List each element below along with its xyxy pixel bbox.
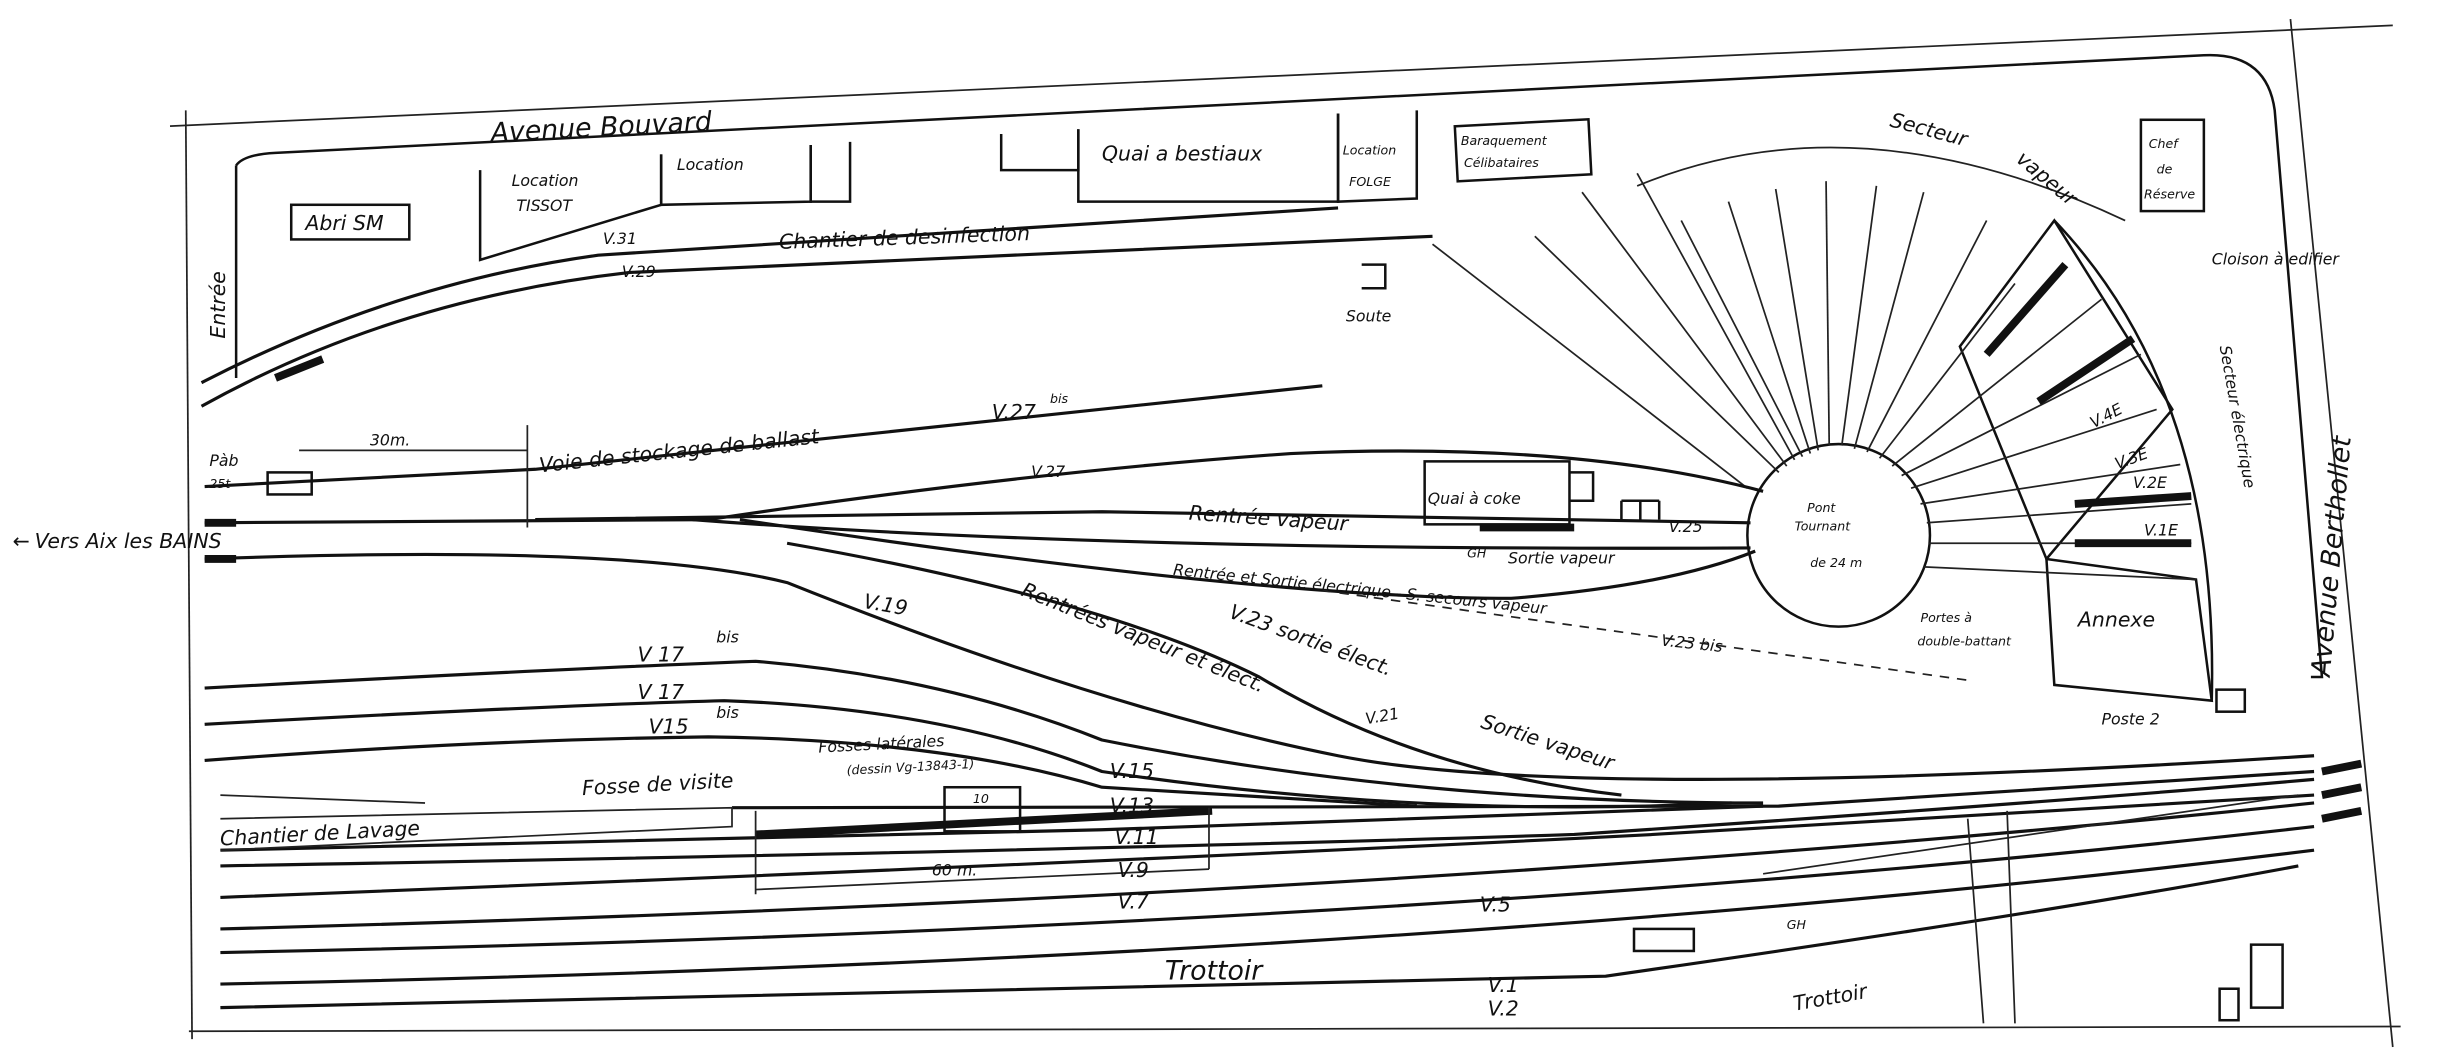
trottoir-label: Trottoir <box>1165 955 1264 986</box>
location-tissot-label: Location <box>512 171 579 190</box>
buildings <box>289 110 2284 1022</box>
track-v11-label: V.11 <box>1115 825 1159 849</box>
sortie-vapeur-label: Sortie vapeur <box>1508 549 1616 568</box>
portes-label: Portes à <box>1921 610 1972 625</box>
track-v7-label: V.7 <box>1118 889 1149 913</box>
abri-label: Abri SM <box>303 211 384 235</box>
soute-label: Soute <box>1346 306 1391 325</box>
turntable-label-1: Pont <box>1807 500 1836 515</box>
track-v2e-label: V.2E <box>2133 473 2167 492</box>
entree-label: Entrée <box>206 271 230 338</box>
fosses-dessin-label: (dessin Vg-13843-1) <box>846 756 974 778</box>
track-v3e-label: V.3E <box>2112 444 2150 473</box>
chantier-desinfection-label: Chantier de desinfection <box>779 221 1031 254</box>
track-v23bis-label: V.23 bis <box>1660 631 1723 656</box>
track-v29-label: V.29 <box>622 262 656 281</box>
sortie-vapeur-2-label: Sortie vapeur <box>1478 709 1618 775</box>
fosse-visite-label: Fosse de visite <box>581 768 734 800</box>
tissot-label: TISSOT <box>516 196 573 215</box>
track-v17bis-label: V 17 <box>638 642 685 666</box>
direction-label: Vers Aix les BAINS <box>35 529 222 553</box>
track-v4e-label: V.4E <box>2087 399 2126 432</box>
cloison-label: Cloison à edifier <box>2212 250 2341 269</box>
track-v1-label: V.1 <box>1488 973 1519 997</box>
reserve-label: Réserve <box>2144 186 2195 201</box>
track-v2-label: V.2 <box>1488 996 1519 1020</box>
location-label: Location <box>677 155 744 174</box>
chef-de-label: de <box>2157 161 2173 176</box>
secteur-electrique-label: Secteur électrique <box>2216 344 2260 490</box>
celibataires-label: Célibataires <box>1464 155 1539 170</box>
secteur-vapeur-label: Secteur <box>1888 108 1972 152</box>
avenue-bouvard-label: Avenue Bouvard <box>488 106 714 149</box>
stockage-ballast-label: Voie de stockage de ballast <box>538 424 821 477</box>
track-v1e-label: V.1E <box>2144 520 2178 539</box>
folge-label: FOLGE <box>1349 174 1391 189</box>
gh-label: GH <box>1467 545 1487 560</box>
trottoir-2-label: Trottoir <box>1791 979 1870 1016</box>
baraquement-label: Baraquement <box>1461 133 1548 148</box>
track-v27-label: V.27 <box>1031 462 1065 481</box>
track-v15-label: V.15 <box>1110 759 1154 783</box>
chef-label: Chef <box>2149 136 2180 151</box>
rentree-vapeur-label: Rentrée vapeur <box>1188 501 1350 536</box>
track-v5-label: V.5 <box>1480 893 1511 917</box>
roundhouse-radials <box>1431 172 2197 581</box>
track-v25-label: V.25 <box>1669 517 1703 536</box>
pab-label: Pàb <box>209 451 238 470</box>
poste-label: Poste 2 <box>2102 709 2160 728</box>
pab-capacity-label: 25t <box>209 476 231 491</box>
tracks <box>200 206 2363 1024</box>
abri-building <box>289 203 411 241</box>
dimension-10-label: 10 <box>973 791 989 806</box>
frame <box>169 18 2401 1048</box>
track-v31-label: V.31 <box>603 229 637 248</box>
quai-bestiaux-label: Quai a bestiaux <box>1102 142 1263 166</box>
annexe-label: Annexe <box>2076 608 2155 632</box>
track-v13-label: V.13 <box>1110 793 1154 817</box>
track-v17-label: V 17 <box>638 680 685 704</box>
double-battant-label: double-battant <box>1917 634 2012 649</box>
rentree-sortie-electrique-label: Rentrée et Sortie électrique - S. secour… <box>1172 560 1549 618</box>
track-v17bis-sup: bis <box>716 627 739 646</box>
fosses-laterales-label: Fosses latérales <box>818 731 945 757</box>
arrow-left-icon: ← <box>13 529 30 553</box>
track-v15bis-label: V15 <box>649 715 689 739</box>
track-v15bis-sup: bis <box>716 703 739 722</box>
dimension-60-label: 60 m. <box>932 860 977 879</box>
track-v27bis-label: V.27 <box>992 400 1036 424</box>
turntable-label-3: de 24 m <box>1810 555 1862 570</box>
quai-coke-label: Quai à coke <box>1428 489 1521 508</box>
turntable-label-2: Tournant <box>1795 519 1852 534</box>
track-v21-label: V.21 <box>1364 704 1401 729</box>
gh-2-label: GH <box>1787 917 1807 932</box>
turntable <box>1431 146 2214 701</box>
track-v27bis-sup: bis <box>1050 391 1068 406</box>
track-v9-label: V.9 <box>1118 858 1149 882</box>
avenue-berthollet-label: Avenue Berthollet <box>2306 433 2358 679</box>
distance-30-label: 30m. <box>370 431 410 450</box>
location-folge-label: Location <box>1343 142 1396 157</box>
